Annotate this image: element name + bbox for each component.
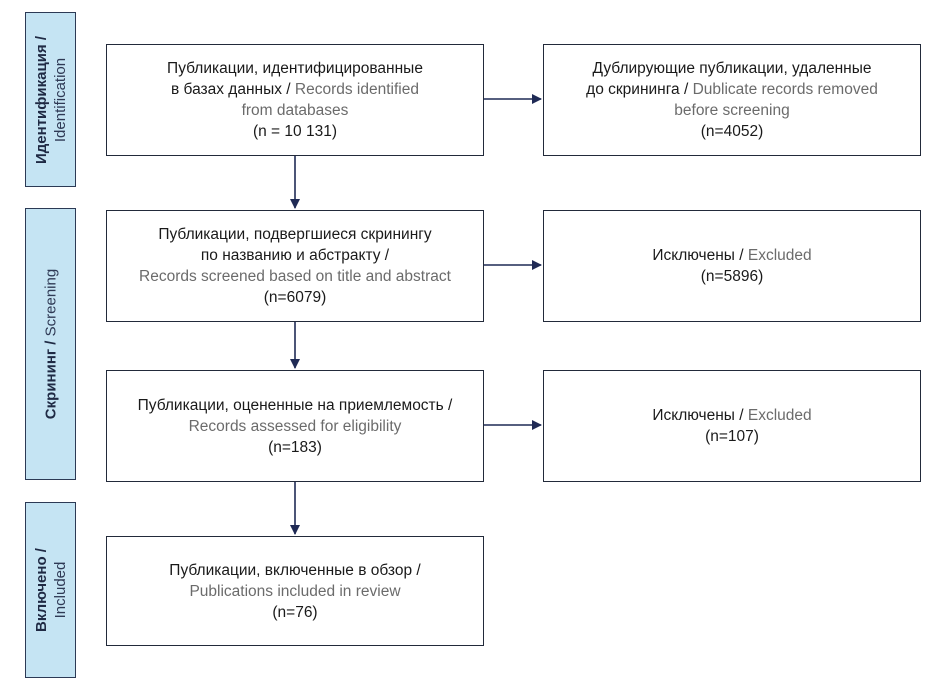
included-en: Publications included in review xyxy=(189,582,401,600)
eligibility-ru: Публикации, оцененные на приемлемость / xyxy=(137,396,453,414)
screened-ru-line2: по названию и абстракту / xyxy=(200,247,390,264)
excluded2-count: (n=107) xyxy=(705,428,759,445)
duplicates-count: (n=4052) xyxy=(700,123,764,140)
box-records-eligibility: Публикации, оцененные на приемлемость / … xyxy=(106,370,484,482)
duplicates-en-line2: before screening xyxy=(674,102,790,119)
screened-count: (n=6079) xyxy=(263,289,327,306)
excluded1-ru: Исключены / xyxy=(652,247,744,264)
excluded2-en: Excluded xyxy=(747,407,812,424)
duplicates-ru-line1: Дублирующие публикации, удаленные xyxy=(592,60,872,77)
identified-ru-line2: в базах данных / xyxy=(171,81,291,98)
identified-ru-line1: Публикации, идентифицированные xyxy=(167,60,423,77)
identified-count: (n = 10 131) xyxy=(252,123,337,140)
included-ru: Публикации, включенные в обзор / xyxy=(169,561,421,579)
box-records-screened: Публикации, подвергшиеся скринингу по на… xyxy=(106,210,484,322)
screened-en-line1: Records screened based on title and abst… xyxy=(139,268,451,285)
eligibility-en: Records assessed for eligibility xyxy=(188,417,402,435)
duplicates-ru-line2: до скрининга / xyxy=(586,81,689,98)
box-duplicates-removed: Дублирующие публикации, удаленные до скр… xyxy=(543,44,921,156)
identified-en-line2: from databases xyxy=(241,102,349,119)
box-excluded-eligibility: Исключены / Excluded (n=107) xyxy=(543,370,921,482)
included-count: (n=76) xyxy=(272,603,318,621)
screened-ru-line1: Публикации, подвергшиеся скринингу xyxy=(158,226,432,243)
stage-screening: Скрининг / Screening xyxy=(25,208,76,480)
identified-en-line1: Records identified xyxy=(294,81,419,98)
stage-included: Включено / Included xyxy=(25,502,76,678)
excluded1-en: Excluded xyxy=(747,247,812,264)
box-excluded-screening: Исключены / Excluded (n=5896) xyxy=(543,210,921,322)
excluded1-count: (n=5896) xyxy=(700,268,764,285)
excluded2-ru: Исключены / xyxy=(652,407,744,424)
duplicates-en-line1: Dublicate records removed xyxy=(692,81,878,98)
stage-identification: Идентификация / Identification xyxy=(25,12,76,187)
eligibility-count: (n=183) xyxy=(268,438,322,456)
box-publications-included: Публикации, включенные в обзор / Publica… xyxy=(106,536,484,646)
box-records-identified: Публикации, идентифицированные в базах д… xyxy=(106,44,484,156)
